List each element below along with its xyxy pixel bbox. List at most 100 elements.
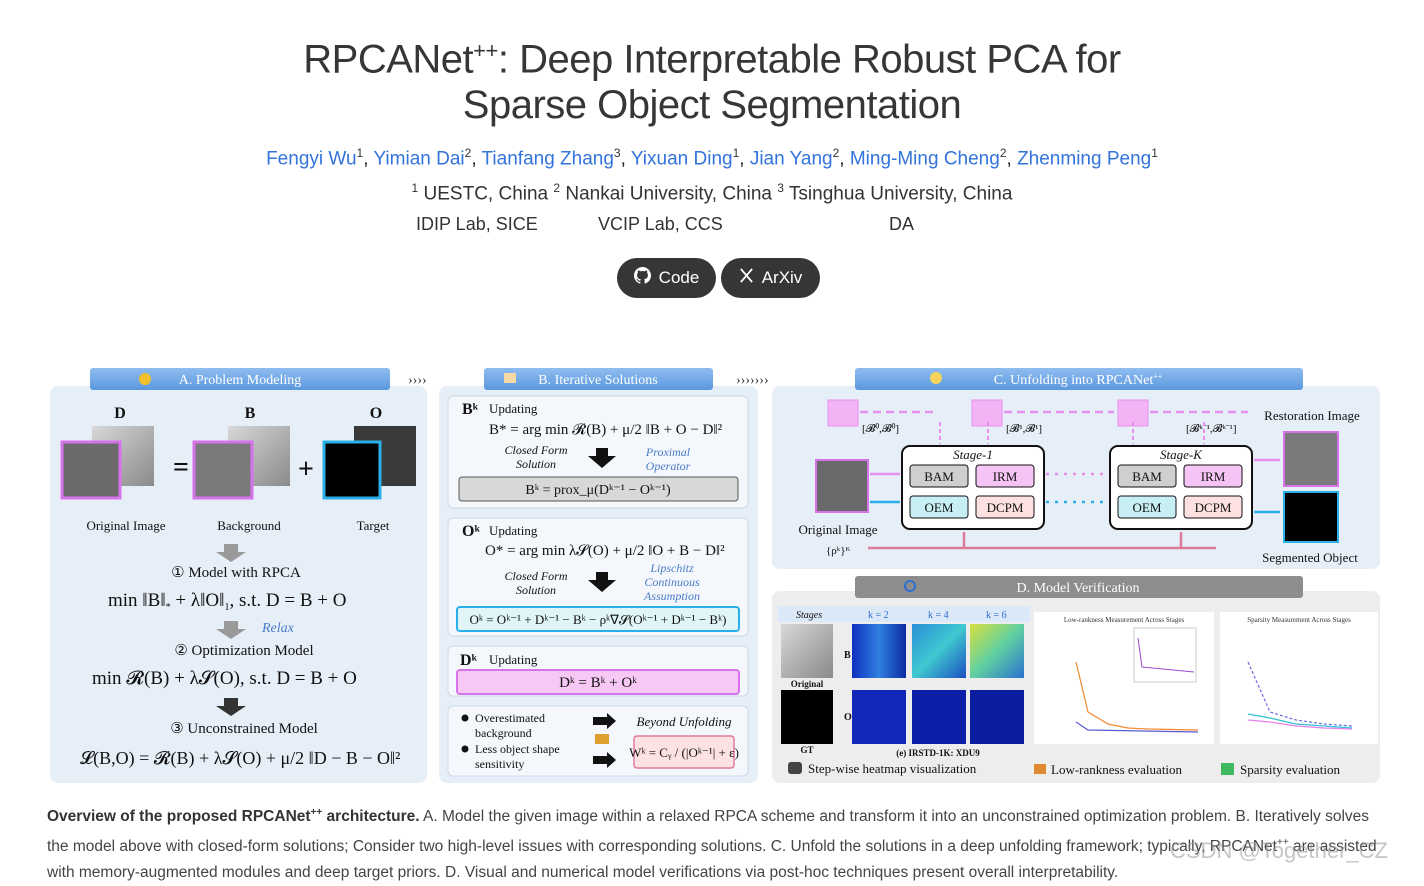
section-a-header [90, 368, 390, 390]
heatmap-icon [788, 762, 802, 774]
heatmap-o-k4 [912, 690, 966, 744]
oem-module [1117, 495, 1177, 519]
stage1-label: Stage-1 [953, 447, 993, 462]
less-shape-label: Less object shape [475, 742, 560, 756]
unconstrained-formula: 𝓛(B,O) = 𝓡(B) + λ𝓢(O) + μ/2 ‖D − B − O‖² [80, 748, 400, 769]
k4-label: k = 4 [928, 610, 949, 621]
right-arrow-icon [593, 713, 616, 729]
github-icon [633, 267, 651, 289]
tools-icon [595, 734, 609, 744]
author-link[interactable]: Yimian Dai [373, 148, 465, 170]
memory-label: [𝓑ᵏ⁻¹,𝓑ᵏ⁻¹] [1186, 423, 1237, 435]
heatmap-o-k2 [852, 690, 906, 744]
down-arrow-icon [216, 698, 246, 716]
author-list: Fengyi Wu1, Yimian Dai2, Tianfang Zhang3… [266, 146, 1158, 170]
b-result-formula: Bᵏ = prox_μ(Dᵏ⁻¹ − Oᵏ⁻¹) [525, 483, 671, 498]
o-closed-form: Closed Form [505, 569, 568, 583]
k2-label: k = 2 [868, 610, 889, 621]
o-lipschitz: Lipschitz [649, 561, 694, 575]
author-link[interactable]: Ming-Ming Cheng [849, 148, 1000, 170]
dk-symbol: Dᵏ [460, 652, 478, 669]
o-continuous: Continuous [644, 575, 700, 589]
memory-label: [𝓑⁰,𝓑⁰] [862, 422, 899, 435]
b-operator: Operator [646, 459, 691, 473]
label-o: O [370, 405, 382, 422]
dcpm-module [1183, 495, 1243, 519]
arxiv-button-label: ArXiv [761, 268, 803, 287]
oem-label: OEM [925, 500, 954, 515]
label-target: Target [357, 518, 390, 533]
o-updating-label: Updating [489, 523, 538, 538]
optimization-formula: min 𝓡(B) + λ𝓢(O), s.t. D = B + O [92, 668, 357, 689]
stages-bar [778, 606, 1030, 622]
d-original-image [781, 624, 833, 678]
o-row-label: O [844, 712, 852, 723]
lightbulb-icon [930, 372, 942, 384]
lowrank-inset-series [1137, 637, 1195, 673]
plus-sign: + [298, 454, 314, 485]
b-solution: Solution [516, 457, 556, 471]
bk-symbol: Bᵏ [462, 401, 479, 418]
step1-label: ① Model with RPCA [171, 565, 301, 581]
image-d-front [60, 440, 122, 500]
figure-caption: Overview of the proposed RPCANet++ archi… [47, 807, 1377, 882]
b-row-label: B [844, 650, 851, 661]
label-background: Background [217, 518, 281, 533]
o-result-box [456, 606, 740, 632]
code-button-label: Code [658, 268, 700, 287]
sparsity-series [1247, 661, 1353, 727]
author-link[interactable]: Jian Yang [749, 148, 833, 170]
chevron-arrows-icon: ››››››› [736, 373, 769, 388]
down-arrow-icon [588, 572, 616, 592]
o-solution: Solution [516, 583, 556, 597]
lowrank-chart-title: Low-rankness Measurement Across Stages [1064, 616, 1185, 624]
section-c-header [855, 368, 1303, 390]
oem-module [909, 495, 969, 519]
equals-sign: = [173, 452, 189, 483]
affiliations: 1 UESTC, China 2 Nankai University, Chin… [411, 181, 1013, 205]
sparsity-label: Sparsity evaluation [1240, 762, 1341, 777]
bam-module [1117, 464, 1177, 488]
memory-label: [𝓑¹,𝓑¹] [1006, 423, 1042, 435]
overestimated-label: Overestimated [475, 711, 545, 725]
globe-icon [139, 373, 151, 385]
author-link[interactable]: Yixuan Ding [630, 148, 733, 170]
k6-label: k = 6 [986, 610, 1007, 621]
author-link[interactable]: Zhenming Peng [1017, 148, 1152, 170]
step2-label: ② Optimization Model [174, 643, 313, 659]
restoration-image-label: Restoration Image [1264, 408, 1360, 423]
code-button[interactable]: Code [617, 258, 716, 298]
lowrank-series [1075, 661, 1199, 731]
d-updating-label: Updating [489, 652, 538, 667]
section-c-title: C. Unfolding into RPCANet++ [994, 372, 1163, 388]
rho-label: {ρᵏ}ᴷ [826, 545, 851, 557]
hand-icon [504, 373, 516, 383]
down-arrow-icon [588, 448, 616, 468]
section-d-title: D. Model Verification [1017, 581, 1140, 596]
image-o-front [322, 440, 382, 500]
b-argmin-formula: B* = arg min 𝓡(B) + μ/2 ‖B + O − D‖² [489, 422, 723, 438]
author-link[interactable]: Fengyi Wu [266, 148, 357, 170]
dcpm-label: DCPM [1195, 500, 1232, 515]
heatmap-b-k2 [852, 624, 906, 678]
label-b: B [245, 405, 256, 422]
beyond-unfolding-label: Beyond Unfolding [637, 714, 732, 729]
segmented-image [1283, 491, 1339, 543]
memory-cube [827, 399, 859, 427]
arxiv-button[interactable]: ArXiv [721, 258, 820, 298]
chevron-arrows-icon: ›››› [408, 373, 427, 388]
heatmap-o-k6 [970, 690, 1024, 744]
memory-cube [971, 399, 1003, 427]
line-chart-icon [1221, 763, 1234, 775]
author-link[interactable]: Tianfang Zhang [481, 148, 614, 170]
irm-module [1183, 464, 1243, 488]
ok-symbol: Oᵏ [462, 523, 480, 540]
relax-label: Relax [261, 621, 295, 636]
irm-module [975, 464, 1035, 488]
c-original-label: Original Image [798, 522, 877, 537]
stages-label: Stages [796, 610, 822, 621]
irm-label: IRM [1201, 469, 1226, 484]
lowrank-series [1075, 721, 1199, 733]
c-original-image [815, 459, 869, 513]
dataset-label: (e) IRSTD-1K: XDU9 [896, 748, 980, 758]
